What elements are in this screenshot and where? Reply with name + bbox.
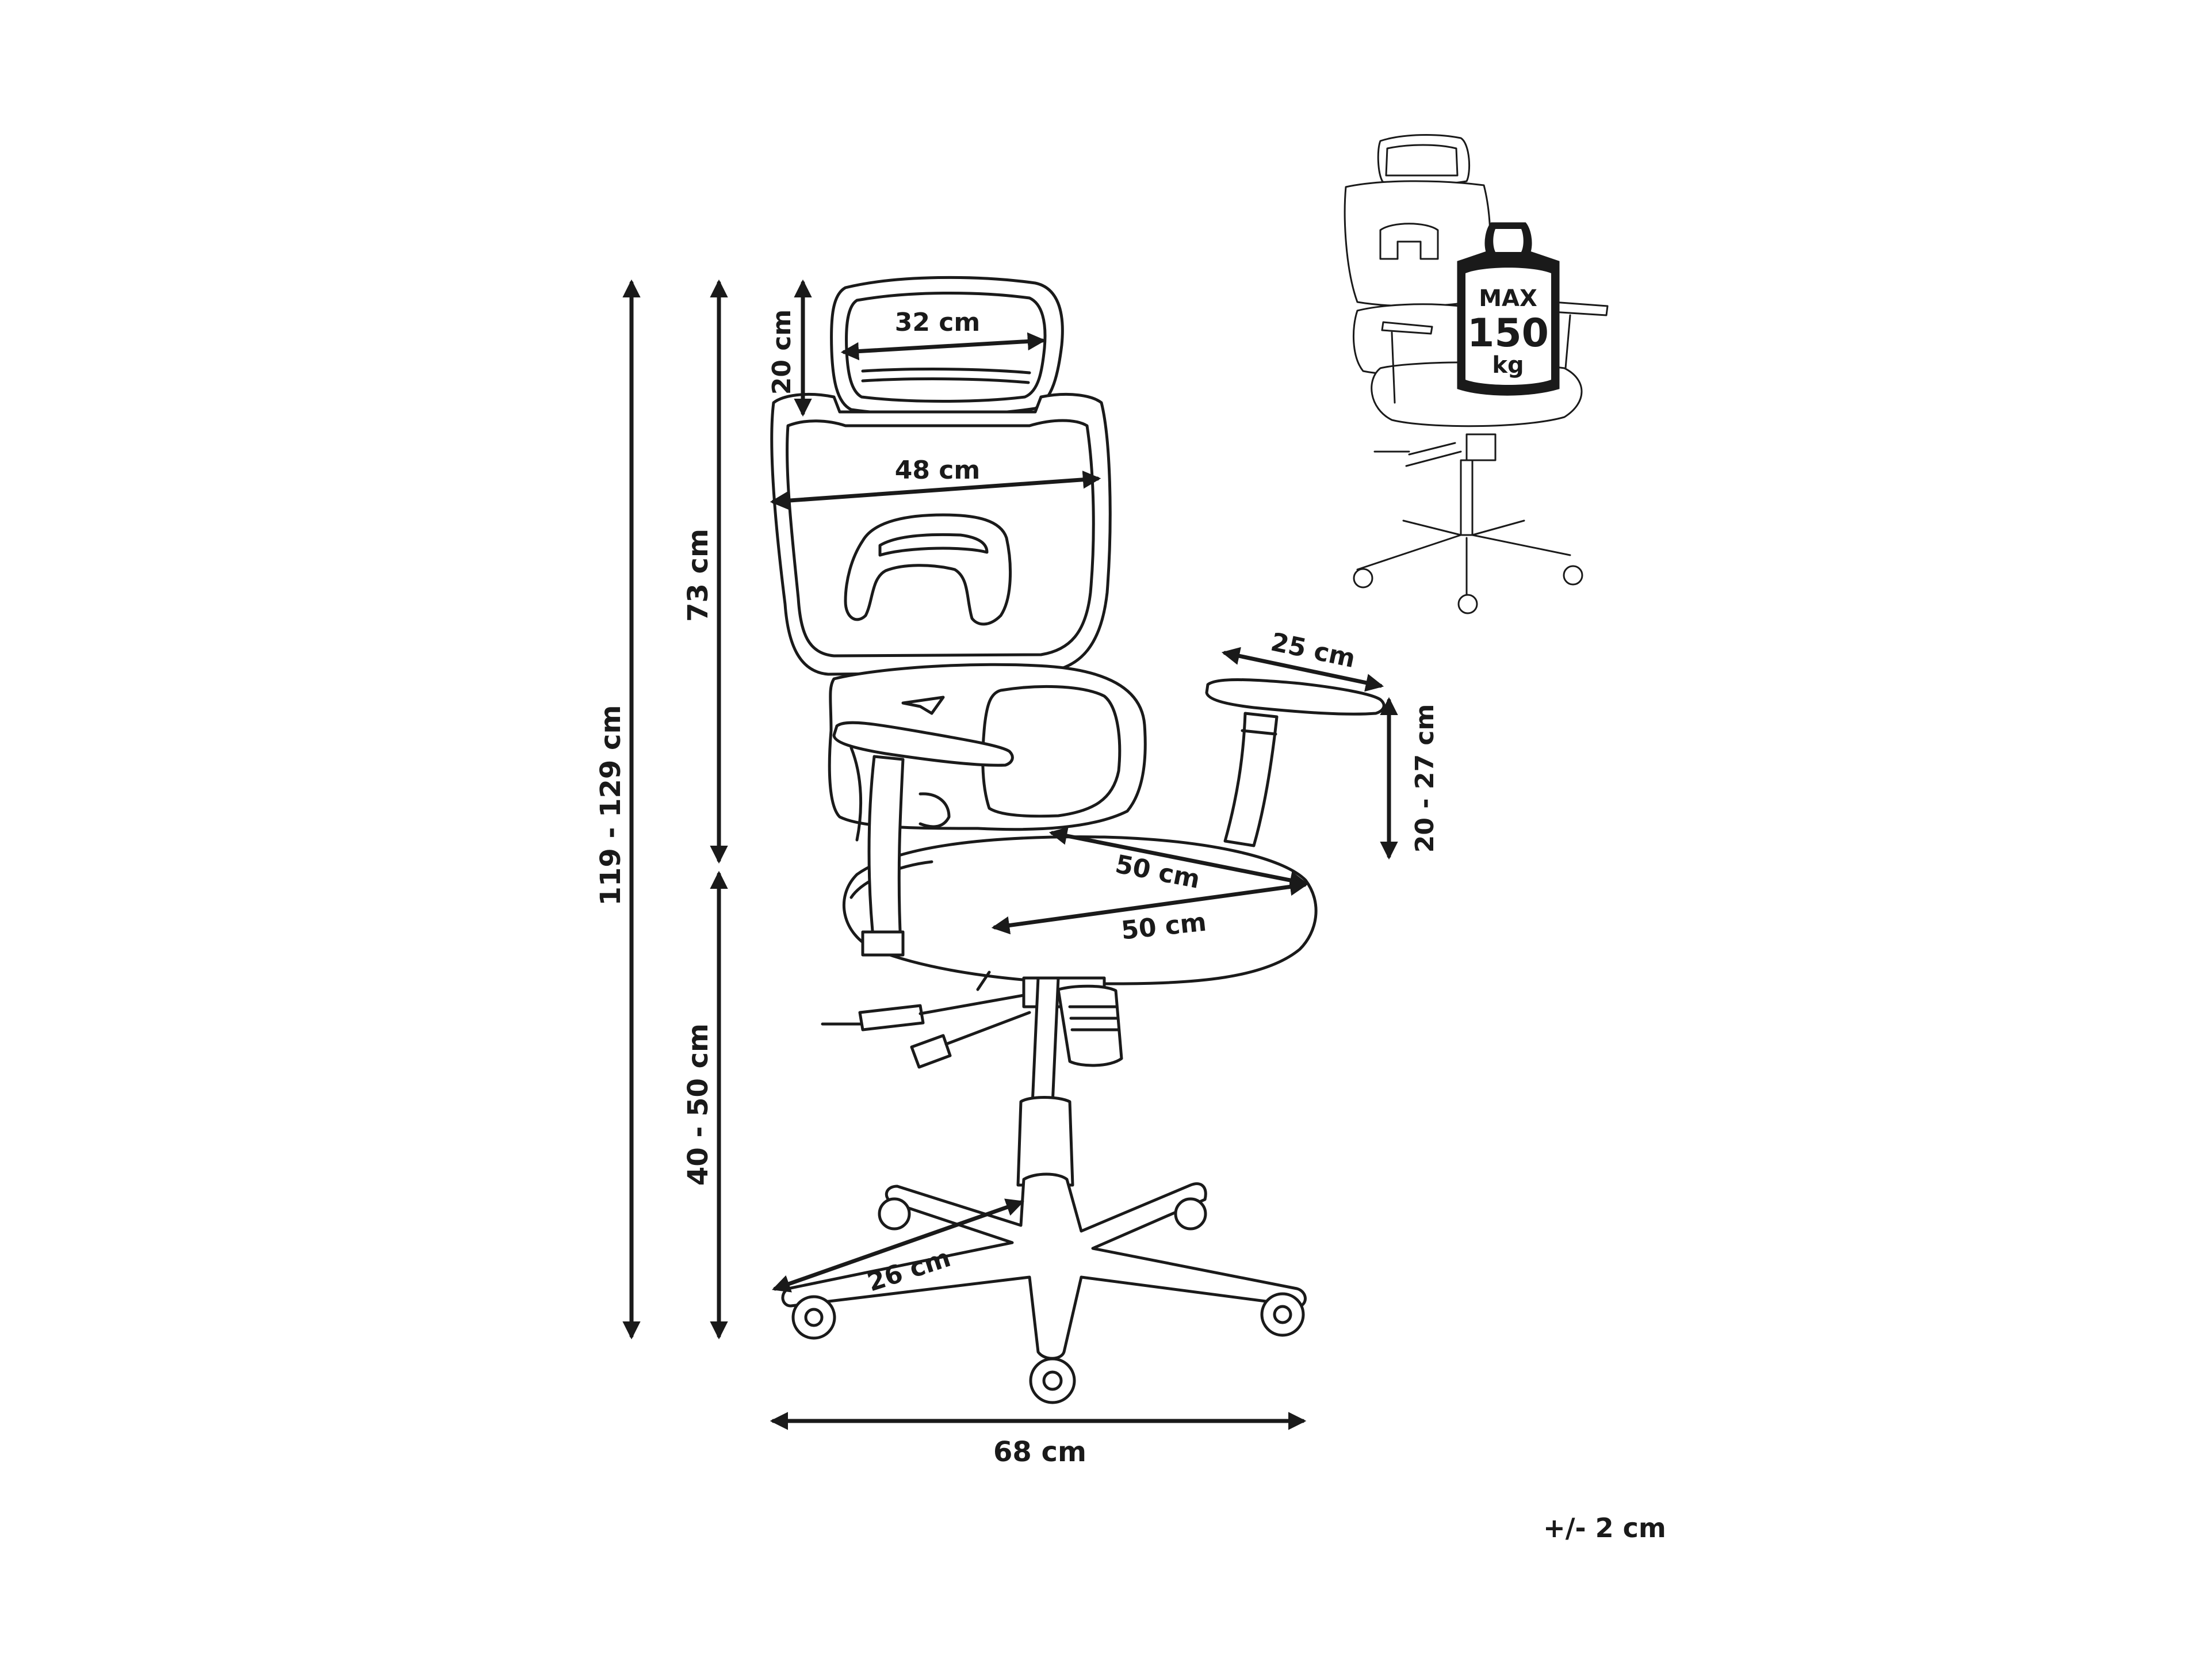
backrest-height-label: 73 cm: [682, 529, 714, 622]
total-height-dimension: 119 - 129 cm: [595, 279, 641, 1340]
armrest-length-dimension: 25 cm: [1221, 627, 1384, 692]
left-armrest: [832, 721, 1014, 957]
backrest-width-label: 48 cm: [895, 456, 980, 485]
control-levers: [821, 971, 1031, 1069]
seat-height-dimension: 40 - 50 cm: [682, 870, 728, 1340]
seat-height-label: 40 - 50 cm: [682, 1023, 714, 1186]
weight-capacity-badge: MAX 150 kg: [1457, 222, 1560, 396]
capacity-unit: kg: [1492, 352, 1524, 379]
star-base: [781, 1172, 1307, 1404]
base-width-dimension: 68 cm: [770, 1412, 1307, 1468]
capacity-value: 150: [1467, 311, 1549, 356]
right-armrest: [1205, 678, 1386, 847]
capacity-chair-drawing: MAX 150 kg: [1344, 134, 1609, 614]
backrest-width-dimension: 48 cm: [770, 456, 1101, 510]
headrest-height-dimension: 20 cm: [767, 279, 812, 417]
base-width-label: 68 cm: [993, 1436, 1086, 1468]
capacity-max-label: MAX: [1479, 285, 1537, 312]
backrest-height-dimension: 73 cm: [682, 279, 728, 864]
headrest-width-dimension: 32 cm: [840, 308, 1046, 361]
headrest-height-label: 20 cm: [767, 310, 797, 395]
headrest-width-label: 32 cm: [895, 308, 980, 337]
gas-lift: [1016, 976, 1123, 1187]
armrest-height-dimension: 20 - 27 cm: [1380, 697, 1440, 860]
total-height-label: 119 - 129 cm: [595, 705, 627, 906]
backrest: [770, 393, 1147, 842]
seat: [843, 835, 1318, 985]
tolerance-note: +/- 2 cm: [1543, 1512, 1666, 1543]
armrest-height-label: 20 - 27 cm: [1410, 704, 1440, 853]
